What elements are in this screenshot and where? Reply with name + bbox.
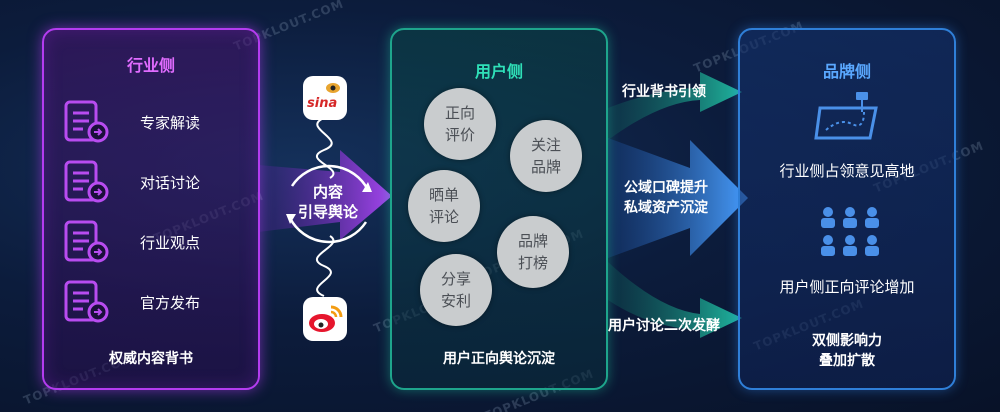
blue-middle-arrow	[608, 138, 748, 258]
connector-ring	[290, 164, 370, 191]
industry-side-footer: 权威内容背书	[109, 351, 193, 367]
weibo-logo	[303, 297, 347, 341]
green-bottom-arrow	[608, 262, 742, 338]
industry-endorsement-label: 行业背书引领	[622, 84, 706, 100]
user-side-title: 用户侧	[474, 62, 523, 81]
document-icon	[64, 220, 109, 263]
brand-item-label: 行业侧占领意见高地	[779, 162, 915, 180]
industry-item-label: 对话讨论	[140, 174, 201, 192]
brand-ranking-bubble: 品牌 打榜	[497, 216, 569, 288]
share-recommend-bubble: 分享 安利	[420, 254, 492, 326]
brand-side-title: 品牌侧	[822, 62, 871, 81]
secondary-ferment-label: 用户讨论二次发酵	[608, 318, 720, 334]
brand-side-footer-line2: 叠加扩散	[819, 353, 875, 369]
content-guidance-label: 内容 引导舆论	[297, 183, 358, 221]
sina-eye-icon	[326, 83, 340, 93]
reputation-asset-label: 公域口碑提升 私域资产沉淀	[624, 180, 708, 216]
connector-line	[315, 117, 335, 179]
follow-brand-bubble: 关注 品牌	[510, 120, 582, 192]
weibo-icon	[309, 305, 343, 332]
green-top-arrow	[608, 72, 742, 140]
connector-line-bottom	[315, 235, 335, 297]
people-group-icon	[821, 207, 879, 256]
brand-side-footer-line1: 双侧影响力	[812, 333, 882, 349]
ring-arrowhead-top	[362, 182, 372, 192]
industry-side-panel	[42, 28, 260, 390]
ring-arrowhead	[286, 214, 296, 224]
industry-item-label: 行业观点	[140, 234, 201, 252]
positive-review-bubble: 正向 评价	[424, 88, 496, 160]
document-icon	[64, 280, 109, 323]
industry-side-title: 行业侧	[126, 56, 175, 75]
industry-item-label: 专家解读	[140, 114, 201, 132]
user-side-footer: 用户正向舆论沉淀	[443, 351, 555, 367]
brand-item-label: 用户侧正向评论增加	[779, 278, 915, 296]
sina-logo-text: sina	[307, 96, 338, 111]
sina-logo: sina	[303, 76, 347, 120]
document-icon	[64, 100, 109, 143]
industry-item-label: 官方发布	[140, 294, 201, 312]
connector-ring-lower	[288, 217, 368, 244]
share-order-review-bubble: 晒单 评论	[408, 170, 480, 242]
map-pin-icon	[814, 92, 878, 140]
document-icon	[64, 160, 109, 203]
